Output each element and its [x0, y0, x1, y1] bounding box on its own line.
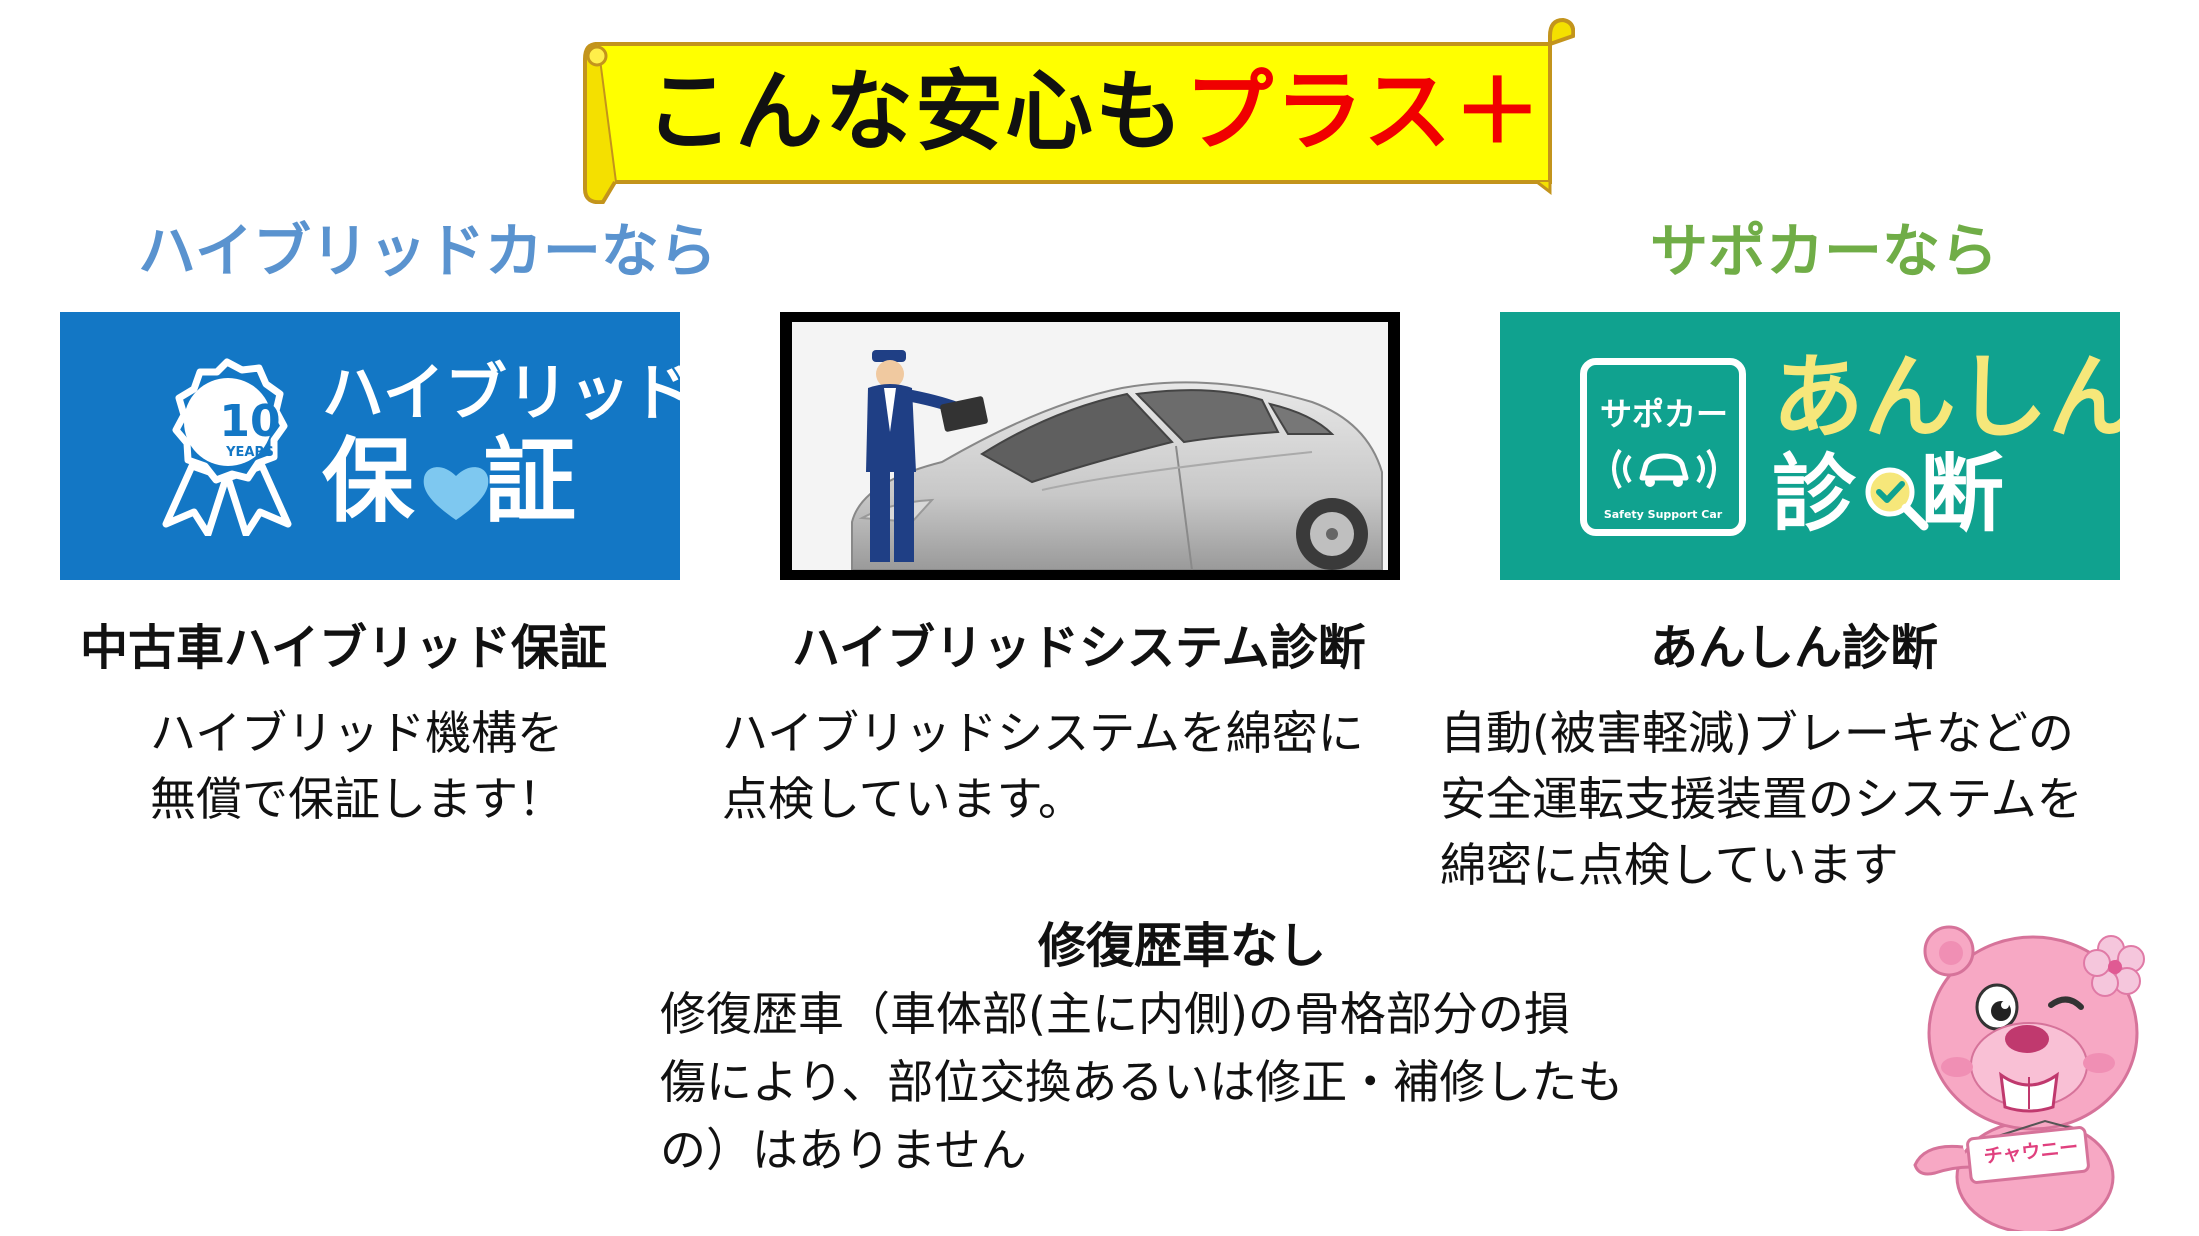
- desc-line: ハイブリッド機構を: [150, 706, 564, 760]
- anshin-logo-char-right: 断: [1920, 445, 2005, 543]
- support-car-diagnosis-card: サポカー Safety Support Car あんしん 診断: [1500, 312, 2120, 580]
- years-label: YEARS: [226, 445, 274, 460]
- desc-line: 無償で保証します！: [150, 772, 564, 826]
- mascot-illustration: [1913, 925, 2145, 1235]
- hybrid-logo-line2: 保証: [322, 430, 576, 534]
- desc-line: 綿密に点検しています: [1440, 838, 1899, 892]
- banner-title: こんな安心もプラス＋: [645, 60, 1541, 163]
- category-hybrid: ハイブリッドカーなら: [138, 217, 717, 285]
- hybrid-warranty-card: 10 YEARS ハイブリッド 保証: [60, 312, 680, 580]
- support-badge-text: サポカー: [1599, 395, 1728, 433]
- feature-desc-no-repair-history: 修復歴車（車体部(主に内側)の骨格部分の損 傷により、部位交換あるいは修正・補修…: [660, 980, 1623, 1184]
- hybrid-logo-char-right: 証: [484, 428, 577, 535]
- magnifier-check-icon: [1865, 467, 1929, 531]
- title-banner: こんな安心もプラス＋: [575, 14, 1575, 204]
- desc-line: の）はありません: [660, 1123, 1027, 1177]
- ribbon-medal-icon: [162, 358, 292, 536]
- anshin-logo-char-left: 診: [1772, 445, 1857, 543]
- desc-line: 修復歴車（車体部(主に内側)の骨格部分の損: [660, 987, 1570, 1041]
- feature-desc-anshin-diagnosis: 自動(被害軽減)ブレーキなどの 安全運転支援装置のシステムを 綿密に点検していま…: [1440, 700, 2083, 898]
- support-car-badge: [1580, 358, 1746, 536]
- feature-title-no-repair-history: 修復歴車なし: [1038, 918, 1327, 974]
- hybrid-system-diagnosis-image: [780, 312, 1400, 580]
- flower-icon: [2083, 935, 2145, 997]
- car-signal-icon: [1612, 448, 1716, 490]
- feature-desc-hybrid-diagnosis: ハイブリッドシステムを綿密に 点検しています。: [722, 700, 1364, 832]
- support-badge-subtext: Safety Support Car: [1603, 508, 1723, 521]
- hybrid-logo-line1: ハイブリッド: [322, 356, 680, 429]
- banner-title-main: こんな安心も: [645, 60, 1186, 163]
- diagnosis-photo: [792, 322, 1388, 570]
- desc-line: 傷により、部位交換あるいは修正・補修したも: [660, 1055, 1624, 1109]
- car-mechanic-illustration: [792, 322, 1388, 570]
- desc-line: ハイブリッドシステムを綿密に: [722, 706, 1364, 760]
- feature-title-hybrid-diagnosis: ハイブリッドシステム診断: [792, 620, 1366, 676]
- anshin-logo-line1: あんしん: [1772, 344, 2120, 451]
- feature-title-anshin-diagnosis: あんしん診断: [1650, 620, 1939, 676]
- desc-line: 安全運転支援装置のシステムを: [1440, 772, 2083, 826]
- category-support: サポカーなら: [1650, 217, 1999, 285]
- banner-title-accent: プラス＋: [1185, 60, 1544, 163]
- desc-line: 自動(被害軽減)ブレーキなどの: [1440, 706, 2074, 760]
- feature-title-hybrid-warranty: 中古車ハイブリッド保証: [80, 620, 608, 676]
- heart-icon: [423, 467, 489, 520]
- years-number: 10: [219, 396, 281, 447]
- hybrid-logo-char-left: 保: [322, 428, 415, 535]
- mascot-character: チャウニー: [1905, 915, 2165, 1235]
- anshin-logo-line2: 診断: [1772, 446, 2004, 542]
- desc-line: 点検しています。: [722, 772, 1085, 826]
- scroll-shape: [583, 17, 1575, 204]
- feature-desc-hybrid-warranty: ハイブリッド機構を 無償で保証します！: [150, 700, 564, 832]
